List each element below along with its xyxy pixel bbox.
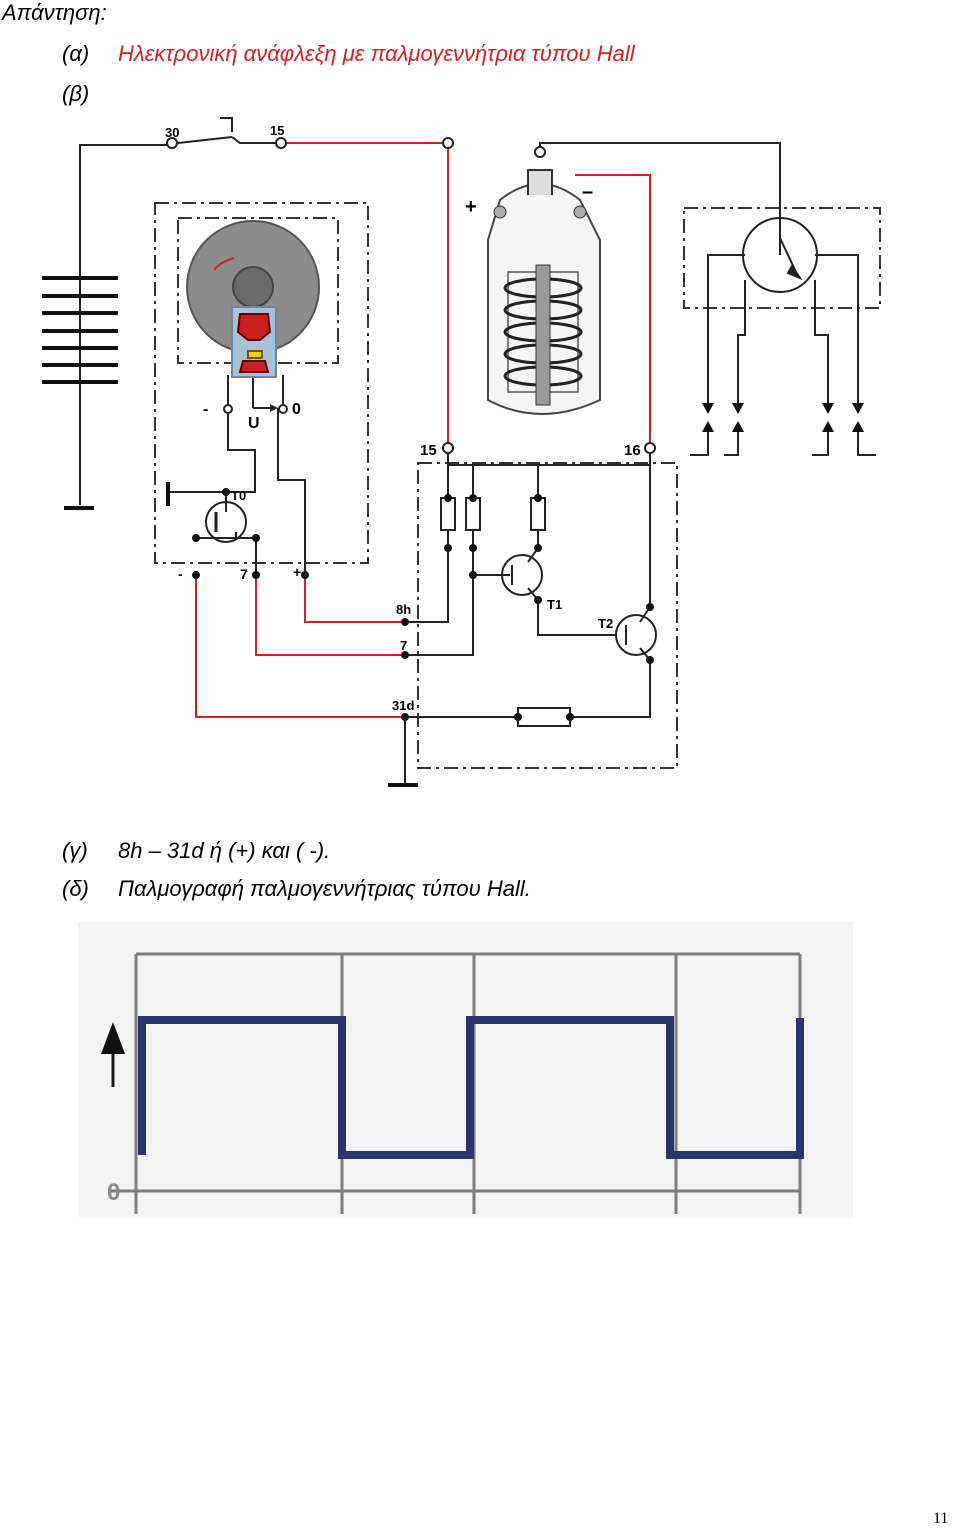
answer-a-text: Ηλεκτρονική ανάφλεξη με παλμογεννήτρια τ… xyxy=(118,41,635,66)
terminal-15-label: 15 xyxy=(420,442,437,459)
coil-plus-label: + xyxy=(465,196,477,218)
hall-plus-label: + xyxy=(293,564,301,580)
answer-c-text: 8h – 31d ή (+) και ( -). xyxy=(118,838,331,863)
sensor-u-label: U xyxy=(248,415,260,432)
answer-a-label: (α) xyxy=(62,41,90,66)
t0-label: T0 xyxy=(231,488,246,503)
t1-label: T1 xyxy=(547,597,562,612)
terminal-16-label: 16 xyxy=(624,442,641,459)
zero-level-label: 0 xyxy=(107,1179,120,1206)
ignition-coil-illustration xyxy=(487,169,601,415)
terminal-8h-label: 8h xyxy=(396,602,411,617)
answer-c-label: (γ) xyxy=(62,838,88,863)
answer-b-label: (β) xyxy=(62,81,90,106)
coil-minus-label: – xyxy=(582,181,593,203)
terminal-31d-label: 31d xyxy=(392,698,414,713)
sensor-zero-label: 0 xyxy=(292,401,301,418)
hall-minus-label: - xyxy=(178,566,183,582)
hall-7-label: 7 xyxy=(240,566,248,582)
terminal-15-top-label: 15 xyxy=(270,123,284,138)
answer-d-label: (δ) xyxy=(62,876,89,901)
t2-label: T2 xyxy=(598,616,613,631)
ignition-circuit-diagram: 30 15 + – - 0 U T0 - 7 + 15 16 8h 7 31d … xyxy=(42,117,881,787)
answer-heading: Απάντηση: xyxy=(2,0,107,25)
terminal-30-label: 30 xyxy=(165,125,179,140)
hall-waveform-oscillogram: 0 xyxy=(78,922,853,1217)
page-number: 11 xyxy=(933,1510,949,1527)
hall-square-wave-trace xyxy=(138,1016,804,1159)
sensor-minus-label: - xyxy=(203,401,208,418)
y-axis-arrow-icon xyxy=(101,1022,125,1054)
answer-d-text: Παλμογραφή παλμογεννήτριας τύπου Hall. xyxy=(118,876,531,901)
terminal-7-label: 7 xyxy=(400,638,407,653)
